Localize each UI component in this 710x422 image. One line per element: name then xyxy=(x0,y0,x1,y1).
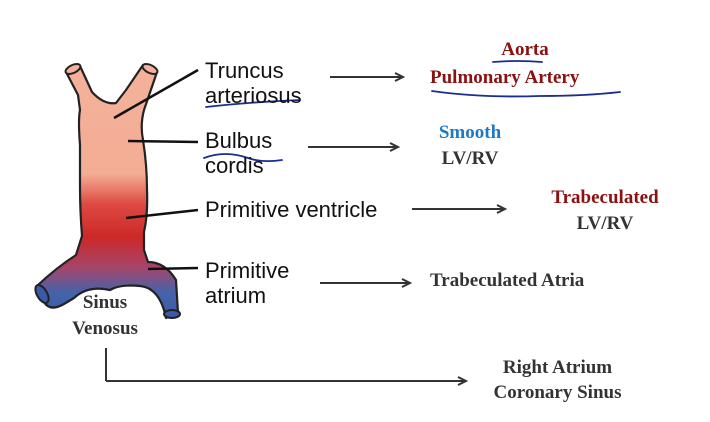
atrium-pointer xyxy=(147,266,199,271)
bulbus-pointer xyxy=(127,139,199,144)
ventricle-derivative-2: LV/RV xyxy=(576,213,634,234)
atrium-label-line2: atrium xyxy=(205,283,267,308)
truncus-label-line1: Truncus xyxy=(205,58,284,83)
sinus-derivative-1: Right Atrium xyxy=(502,357,613,378)
right-outflow-tip xyxy=(141,63,159,75)
sinus-label-line2: Venosus xyxy=(72,318,138,339)
ventricle-pointer xyxy=(125,208,199,220)
bulbus-label-line1: Bulbus xyxy=(205,128,273,153)
ink-annotations xyxy=(203,60,621,163)
heart-tube xyxy=(36,63,180,320)
sinus-derivative-2: Coronary Sinus xyxy=(493,382,622,403)
ventricle-derivative-1: Trabeculated xyxy=(551,187,659,208)
atrium-label-line1: Primitive xyxy=(205,258,290,283)
bulbus-derivative-2: LV/RV xyxy=(441,148,499,169)
underline-arteriosus xyxy=(205,99,301,108)
right-inflow-tip xyxy=(163,309,181,319)
truncus-pointer xyxy=(113,68,199,120)
underline-cordis xyxy=(203,153,283,163)
truncus-derivative-1: Aorta xyxy=(501,39,549,60)
bulbus-derivative-1: Smooth xyxy=(438,122,502,143)
truncus-derivative-2: Pulmonary Artery xyxy=(430,67,580,88)
atrium-derivative: Trabeculated Atria xyxy=(430,270,585,291)
truncus-label-line2: arteriosus xyxy=(205,83,302,108)
arrows xyxy=(105,72,508,386)
sinus-label-line1: Sinus xyxy=(82,292,128,313)
underline-aorta xyxy=(492,60,543,63)
left-outflow-tip xyxy=(64,63,82,75)
left-inflow-tip xyxy=(34,283,50,305)
ventricle-label: Primitive ventricle xyxy=(205,197,378,222)
underline-pulmonary-artery xyxy=(431,90,621,98)
bulbus-label-line2: cordis xyxy=(205,153,264,178)
